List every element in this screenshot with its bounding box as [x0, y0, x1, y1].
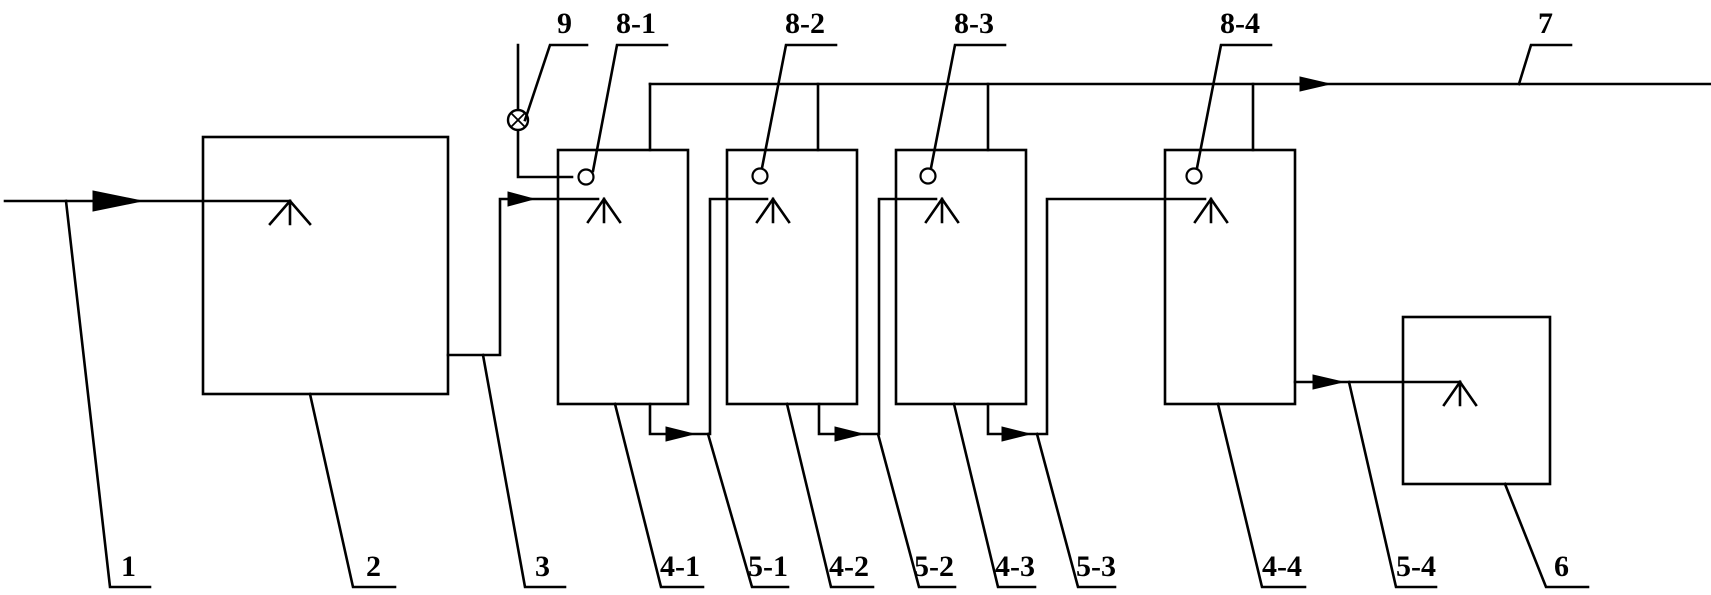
- gas-header-arrow-icon: [1299, 76, 1331, 92]
- sensor-8-3: [919, 167, 937, 185]
- pipe-3: [446, 197, 600, 357]
- label-4-2: 4-2: [829, 550, 869, 583]
- pipe-5-4-arrow-icon: [1312, 374, 1344, 390]
- pipe-5-2-arrow-icon: [834, 426, 864, 442]
- label-6: 6: [1554, 550, 1569, 583]
- label-4-4: 4-4: [1262, 550, 1302, 583]
- label-8-2: 8-2: [785, 7, 825, 40]
- dosing-line-9: [516, 43, 574, 179]
- column-4-2: [725, 148, 859, 406]
- pipe-3-arrow-icon: [507, 191, 536, 207]
- label-4-3: 4-3: [995, 550, 1035, 583]
- label-9: 9: [557, 7, 572, 40]
- tank-6: [1401, 315, 1552, 486]
- distributor-6-icon: [1442, 379, 1478, 407]
- pipe-5-1-arrow-icon: [665, 426, 695, 442]
- label-3: 3: [535, 550, 550, 583]
- column-4-3: [894, 148, 1028, 406]
- distributor-4-4-icon: [1193, 196, 1229, 224]
- label-8-1: 8-1: [616, 7, 656, 40]
- valve-icon: [506, 108, 530, 132]
- label-4-1: 4-1: [660, 550, 700, 583]
- label-8-3: 8-3: [954, 7, 994, 40]
- sensor-8-2: [751, 167, 769, 185]
- leaders: [64, 43, 1590, 589]
- vessel-2: [201, 135, 450, 396]
- inlet-arrow-icon: [92, 190, 143, 212]
- label-5-2: 5-2: [914, 550, 954, 583]
- distributor-4-3-icon: [924, 196, 960, 224]
- label-2: 2: [366, 550, 381, 583]
- pipe-5-1: [648, 197, 769, 436]
- distributor-4-1-icon: [586, 196, 622, 224]
- column-4-1: [556, 148, 690, 406]
- label-5-4: 5-4: [1396, 550, 1436, 583]
- label-7: 7: [1538, 7, 1553, 40]
- pipe-5-3-arrow-icon: [1001, 426, 1031, 442]
- sensor-8-1: [577, 168, 595, 186]
- label-5-1: 5-1: [748, 550, 788, 583]
- sensor-8-4: [1185, 167, 1203, 185]
- label-1: 1: [121, 550, 136, 583]
- distributor-4-2-icon: [755, 196, 791, 224]
- label-8-4: 8-4: [1220, 7, 1260, 40]
- column-4-4: [1163, 148, 1297, 406]
- distributor-2-icon: [268, 199, 312, 226]
- label-5-3: 5-3: [1076, 550, 1116, 583]
- pipe-5-3: [986, 197, 1207, 436]
